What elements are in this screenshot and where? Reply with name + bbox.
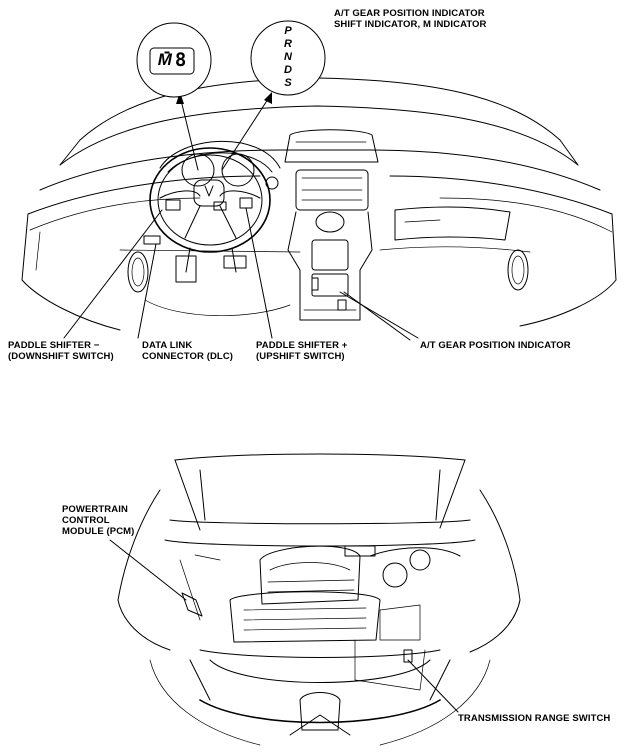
gear-p: P — [284, 25, 292, 37]
gear-letters: P R N D S — [278, 25, 298, 90]
gear-position-indicator-label: A/T GEAR POSITION INDICATOR — [420, 340, 571, 351]
gear-s: S — [284, 77, 292, 89]
gear-r: R — [284, 38, 292, 50]
pcm-label: POWERTRAIN CONTROL MODULE (PCM) — [62, 504, 135, 537]
gear-d: D — [284, 64, 292, 76]
gear-digit: 8 — [174, 49, 187, 71]
indicator-callout-title: A/T GEAR POSITION INDICATOR SHIFT INDICA… — [334, 8, 487, 30]
m-indicator-letter: M — [157, 50, 172, 69]
gear-n: N — [284, 51, 292, 63]
m-indicator-display: M 8 — [152, 47, 192, 73]
dlc-label: DATA LINK CONNECTOR (DLC) — [142, 340, 234, 362]
transmission-range-switch-label: TRANSMISSION RANGE SWITCH — [458, 713, 611, 724]
paddle-shifter-upshift-label: PADDLE SHIFTER + (UPSHIFT SWITCH) — [256, 340, 348, 362]
paddle-shifter-downshift-label: PADDLE SHIFTER − (DOWNSHIFT SWITCH) — [8, 340, 114, 362]
